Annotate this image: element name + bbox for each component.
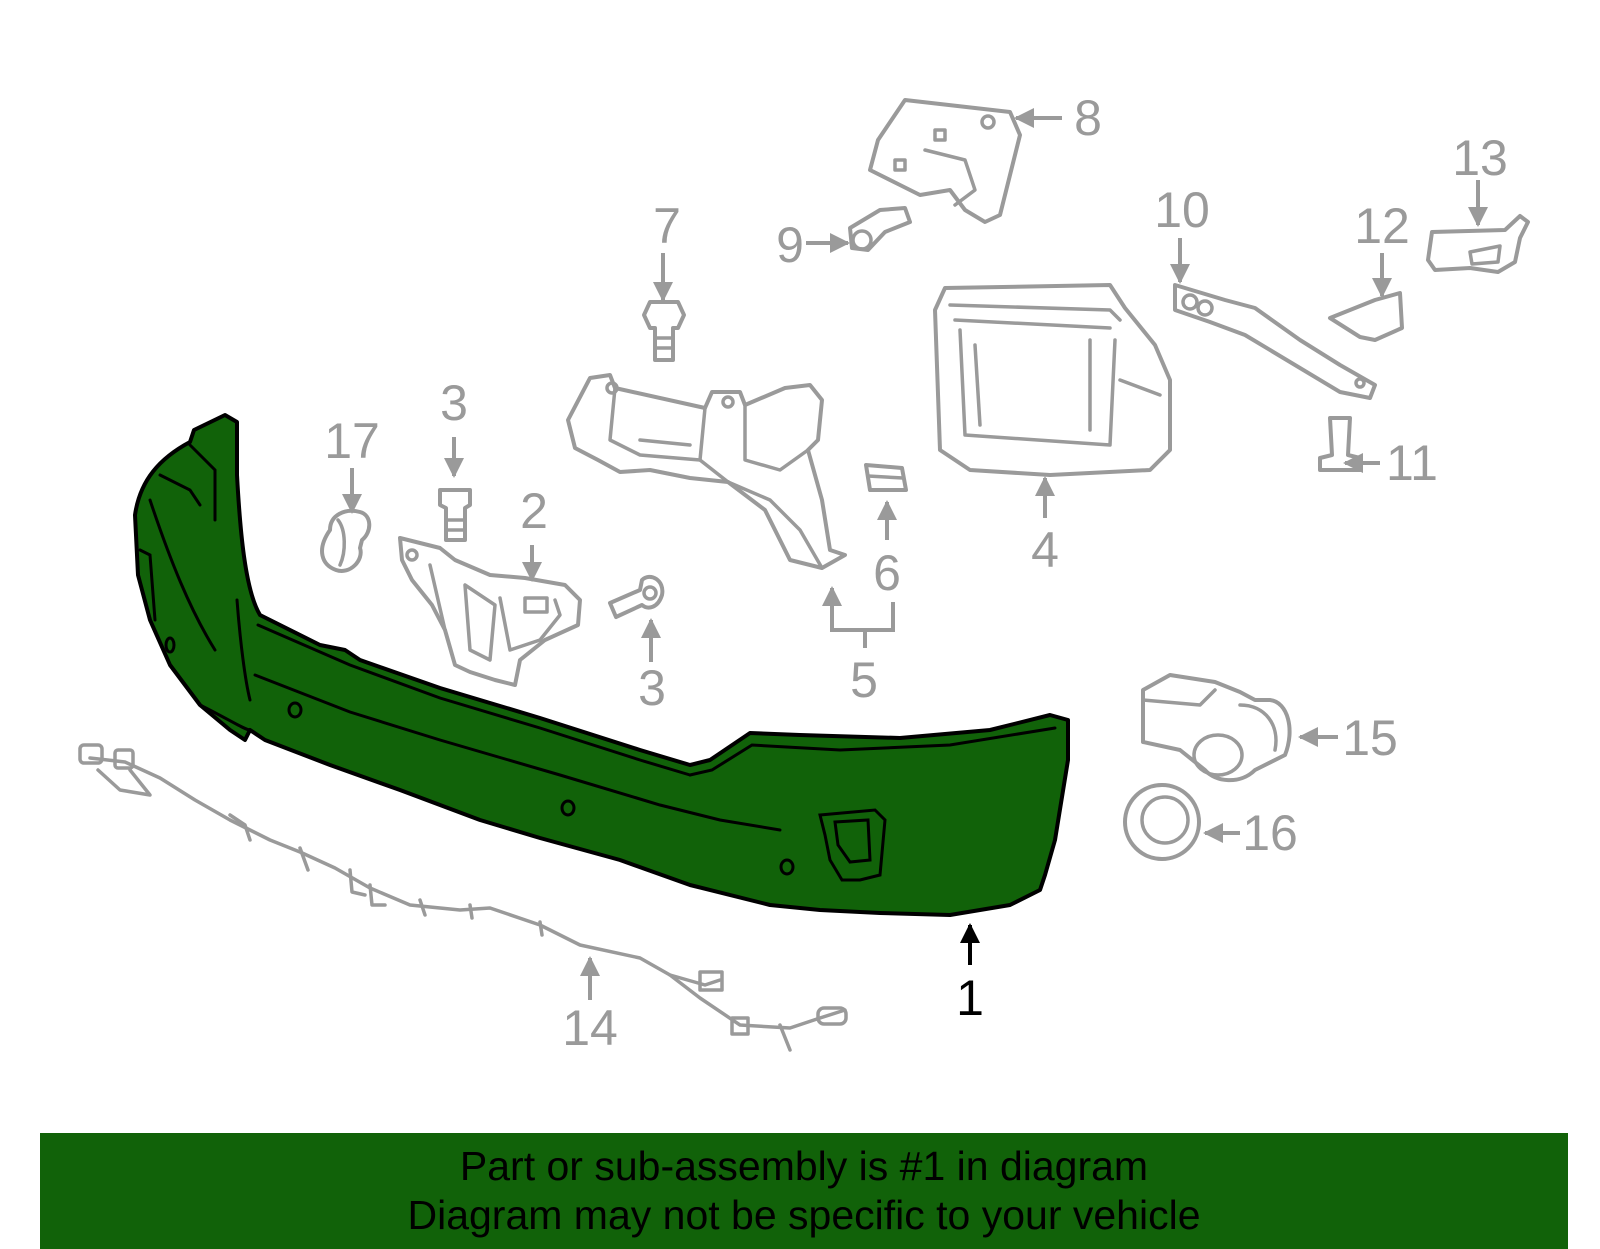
callout-11: 11 xyxy=(1386,435,1438,491)
callout-5: 5 xyxy=(850,652,878,708)
part-4-lamp-housing xyxy=(933,283,1172,477)
banner-line-2: Diagram may not be specific to your vehi… xyxy=(407,1192,1201,1238)
part-10-strap xyxy=(1173,283,1377,400)
callout-17: 17 xyxy=(324,413,380,469)
callout-16: 16 xyxy=(1242,805,1298,861)
part-3b-bolt xyxy=(608,574,665,619)
part-15-sensor xyxy=(1141,673,1292,783)
callout-14: 14 xyxy=(562,1000,618,1056)
callout-3a: 3 xyxy=(440,375,468,431)
callout-7: 7 xyxy=(653,198,681,254)
callout-4: 4 xyxy=(1031,522,1059,578)
part-5-support-bracket xyxy=(566,373,847,570)
callout-1: 1 xyxy=(956,970,984,1026)
callout-6: 6 xyxy=(873,545,901,601)
callout-10: 10 xyxy=(1154,182,1210,238)
callout-3b: 3 xyxy=(638,660,666,716)
callout-12: 12 xyxy=(1354,198,1410,254)
part-9-bolt xyxy=(848,206,912,252)
part-1-bumper xyxy=(133,413,1070,917)
info-banner: Part or sub-assembly is #1 in diagram Di… xyxy=(40,1133,1568,1249)
part-17-pad xyxy=(320,509,372,573)
part-12-plate xyxy=(1328,291,1404,342)
part-8-bracket xyxy=(868,98,1022,224)
callout-13: 13 xyxy=(1452,130,1508,186)
part-14-wiring-harness xyxy=(78,743,848,1052)
parts-diagram: 1 2 3 3 4 5 6 7 8 9 10 11 12 13 14 15 16… xyxy=(78,90,1530,1056)
part-7-bolt xyxy=(642,300,686,362)
callout-15: 15 xyxy=(1342,710,1398,766)
callout-9: 9 xyxy=(776,217,804,273)
part-2-side-bracket xyxy=(398,536,582,687)
callout-8: 8 xyxy=(1074,90,1102,146)
callout-labels: 1 2 3 3 4 5 6 7 8 9 10 11 12 13 14 15 16… xyxy=(324,90,1508,1056)
callout-2: 2 xyxy=(520,483,548,539)
banner-line-1: Part or sub-assembly is #1 in diagram xyxy=(459,1143,1149,1189)
part-3a-push-pin xyxy=(438,488,472,542)
leader-lines xyxy=(342,108,1488,1000)
part-16-grommet xyxy=(1123,783,1201,861)
part-13-end-cap xyxy=(1426,214,1530,274)
part-6-clip xyxy=(864,463,908,492)
